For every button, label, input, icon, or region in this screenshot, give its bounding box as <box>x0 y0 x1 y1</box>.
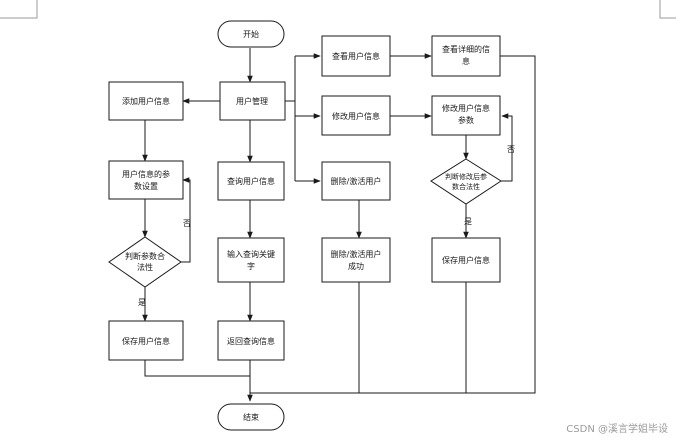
end-label: 结束 <box>243 412 259 422</box>
judge-modified-params-label-line1: 判断修改后参 <box>445 172 487 181</box>
delete-activate-success-label-line2: 成功 <box>348 261 364 271</box>
add-user-info-label: 添加用户信息 <box>122 96 170 106</box>
csdn-watermark: CSDN @溪言学姐毕设 <box>566 422 668 435</box>
judge-modified-params-decision: 判断修改后参 数合法性 <box>430 158 502 205</box>
add-user-info-node: 添加用户信息 <box>108 81 184 121</box>
judge-params-label-line1: 判断参数合 <box>125 251 165 261</box>
judge-params-decision: 判断参数合 法性 <box>108 236 182 288</box>
modify-user-info-node: 修改用户信息 <box>321 95 391 136</box>
page-corner-mark-left <box>0 0 38 19</box>
start-label: 开始 <box>243 29 259 39</box>
edge-judge-modify-no-loop <box>500 113 513 182</box>
user-info-params-label-line1: 用户信息的参 <box>122 169 170 179</box>
user-info-params-label-line2: 数设置 <box>134 181 158 191</box>
save-user-info-left-node: 保存用户信息 <box>108 320 184 361</box>
judge-modified-params-label-line2: 数合法性 <box>452 182 480 191</box>
user-info-params-node: 用户信息的参 数设置 <box>108 160 184 200</box>
delete-activate-success-label-line1: 删除/激活用户 <box>331 249 382 259</box>
input-query-keyword-node: 输入查询关键 字 <box>217 237 285 283</box>
view-detail-info-label-line1: 查看详细的信 <box>442 44 490 54</box>
end-node: 结束 <box>217 403 285 431</box>
view-user-info-node: 查看用户信息 <box>321 35 391 77</box>
input-query-keyword-label-line1: 输入查询关键 <box>227 249 275 259</box>
modify-user-params-label-line1: 修改用户信息 <box>442 103 490 113</box>
yes-label-right: 是 <box>464 217 472 226</box>
input-query-keyword-label-line2: 字 <box>247 261 255 271</box>
user-management-node: 用户管理 <box>219 81 286 121</box>
view-user-info-label: 查看用户信息 <box>332 51 380 61</box>
query-user-info-label: 查询用户信息 <box>227 176 275 186</box>
save-user-info-left-label: 保存用户信息 <box>122 336 170 346</box>
delete-activate-user-label: 删除/激活用户 <box>331 176 382 186</box>
modify-user-info-label: 修改用户信息 <box>332 111 380 121</box>
no-label-right: 否 <box>507 145 515 154</box>
page-corner-mark-right <box>659 0 676 19</box>
start-node: 开始 <box>217 20 285 48</box>
save-user-info-right-label: 保存用户信息 <box>442 255 490 265</box>
yes-label-left: 是 <box>138 298 146 307</box>
no-label-left: 否 <box>183 219 191 228</box>
save-user-info-right-node: 保存用户信息 <box>431 237 501 283</box>
user-management-label: 用户管理 <box>236 96 268 106</box>
query-user-info-node: 查询用户信息 <box>217 161 285 201</box>
view-detail-info-label-line2: 息 <box>462 56 470 66</box>
edge-detail-to-end <box>250 55 536 394</box>
edge-save-left-to-end <box>144 360 250 377</box>
view-detail-info-node: 查看详细的信 息 <box>431 35 501 77</box>
modify-user-params-label-line2: 参数 <box>458 115 474 125</box>
modify-user-params-node: 修改用户信息 参数 <box>431 95 501 136</box>
return-query-info-node: 返回查询信息 <box>217 320 285 361</box>
edge-judge-no-loop <box>181 177 191 263</box>
delete-activate-success-node: 删除/激活用户 成功 <box>321 237 391 283</box>
return-query-info-label: 返回查询信息 <box>227 336 275 346</box>
judge-params-label-line2: 法性 <box>137 262 153 272</box>
delete-activate-user-node: 删除/激活用户 <box>321 161 391 201</box>
